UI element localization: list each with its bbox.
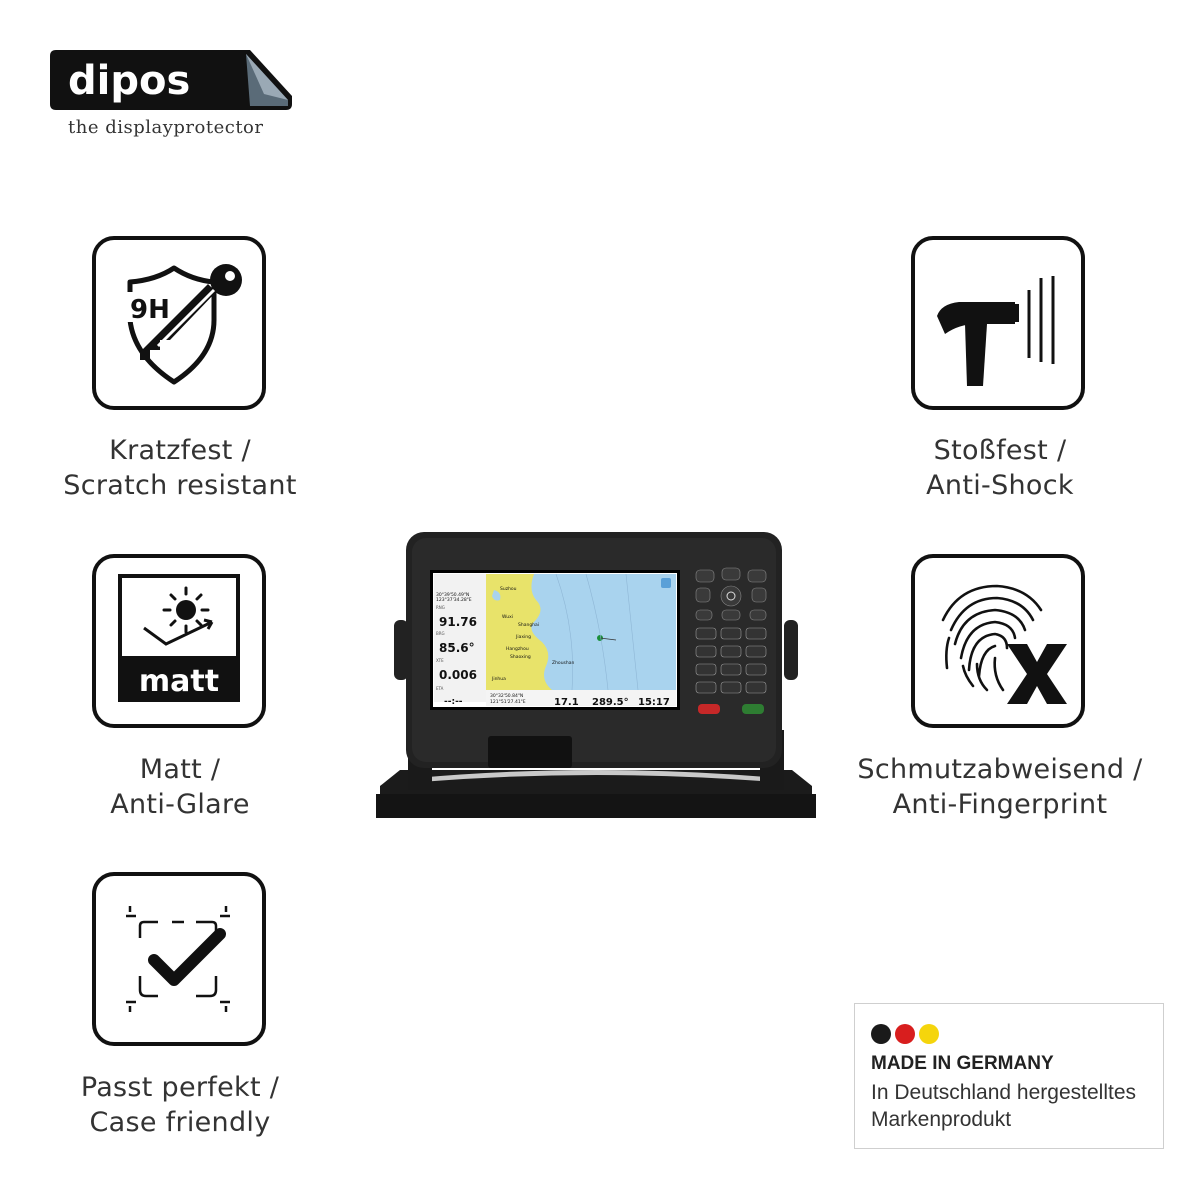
matt-badge: matt — [139, 664, 219, 699]
feature-label-scratch: Kratzfest / Scratch resistant — [63, 435, 297, 501]
sun-matt-icon: matt — [118, 574, 240, 702]
svg-text:Wuxi: Wuxi — [502, 614, 513, 620]
svg-text:Suzhou: Suzhou — [500, 586, 517, 592]
made-in-germany-badge: MADE IN GERMANY In Deutschland hergestel… — [854, 1003, 1164, 1149]
svg-text:123°37'34.28"E: 123°37'34.28"E — [436, 597, 472, 603]
hammer-icon — [937, 276, 1055, 386]
matt-icon-box: matt — [92, 554, 266, 728]
svg-text:BRG: BRG — [436, 631, 445, 636]
anti-shock-icon-box — [911, 236, 1085, 410]
svg-text:15:17: 15:17 — [638, 697, 670, 708]
made-in-germany-line1: In Deutschland hergestelltes — [871, 1081, 1136, 1104]
made-in-germany-title: MADE IN GERMANY — [871, 1053, 1054, 1074]
hardness-badge: 9H — [130, 295, 170, 325]
svg-text:91.76: 91.76 — [439, 615, 477, 629]
flag-dot-gold — [919, 1024, 939, 1044]
svg-text:85.6°: 85.6° — [439, 641, 475, 655]
brand-name: dipos — [68, 58, 190, 104]
check-frame-icon — [126, 906, 230, 1012]
svg-text:ETA: ETA — [436, 686, 444, 691]
svg-text:30°32'50.84"N: 30°32'50.84"N — [490, 693, 523, 699]
svg-text:Hangzhou: Hangzhou — [506, 646, 529, 652]
feature-label-fit: Passt perfekt / Case friendly — [80, 1072, 280, 1138]
feature-label-fingerprint: Schmutzabweisend / Anti-Fingerprint — [857, 754, 1143, 820]
feature-label-matt: Matt / Anti-Glare — [110, 754, 250, 820]
flag-dot-red — [895, 1024, 915, 1044]
svg-text:Shaoxing: Shaoxing — [510, 654, 531, 660]
anti-fingerprint-icon-box — [911, 554, 1085, 728]
fingerprint-x-icon — [941, 584, 1067, 704]
svg-text:30°39'50.49"N: 30°39'50.49"N — [436, 592, 469, 598]
svg-text:17.1: 17.1 — [554, 697, 579, 708]
svg-text:Jinhua: Jinhua — [491, 676, 506, 682]
svg-text:Jiaxing: Jiaxing — [515, 634, 531, 640]
svg-text:Zhoushan: Zhoushan — [552, 660, 574, 666]
flag-dot-black — [871, 1024, 891, 1044]
feature-label-shock: Stoßfest / Anti-Shock — [926, 435, 1074, 501]
svg-text:121°51'27.41"E: 121°51'27.41"E — [490, 699, 526, 705]
svg-text:0.006: 0.006 — [439, 668, 477, 682]
brand-tagline: the displayprotector — [68, 117, 264, 138]
svg-text:Shanghai: Shanghai — [518, 622, 539, 628]
chart-plotter-device: 30°39'50.49"N 123°37'34.28"E RNG 91.76 B… — [376, 530, 816, 822]
made-in-germany-line2: Markenprodukt — [871, 1108, 1012, 1131]
svg-text:--:--: --:-- — [444, 697, 463, 707]
svg-text:XTE: XTE — [436, 658, 444, 663]
brand-logo: dipos — [50, 50, 292, 110]
scratch-resistant-icon-box: 9H — [92, 236, 266, 410]
case-friendly-icon-box — [92, 872, 266, 1046]
svg-text:289.5°: 289.5° — [592, 697, 629, 708]
shield-key-icon: 9H — [126, 264, 242, 385]
svg-text:RNG: RNG — [436, 605, 445, 610]
